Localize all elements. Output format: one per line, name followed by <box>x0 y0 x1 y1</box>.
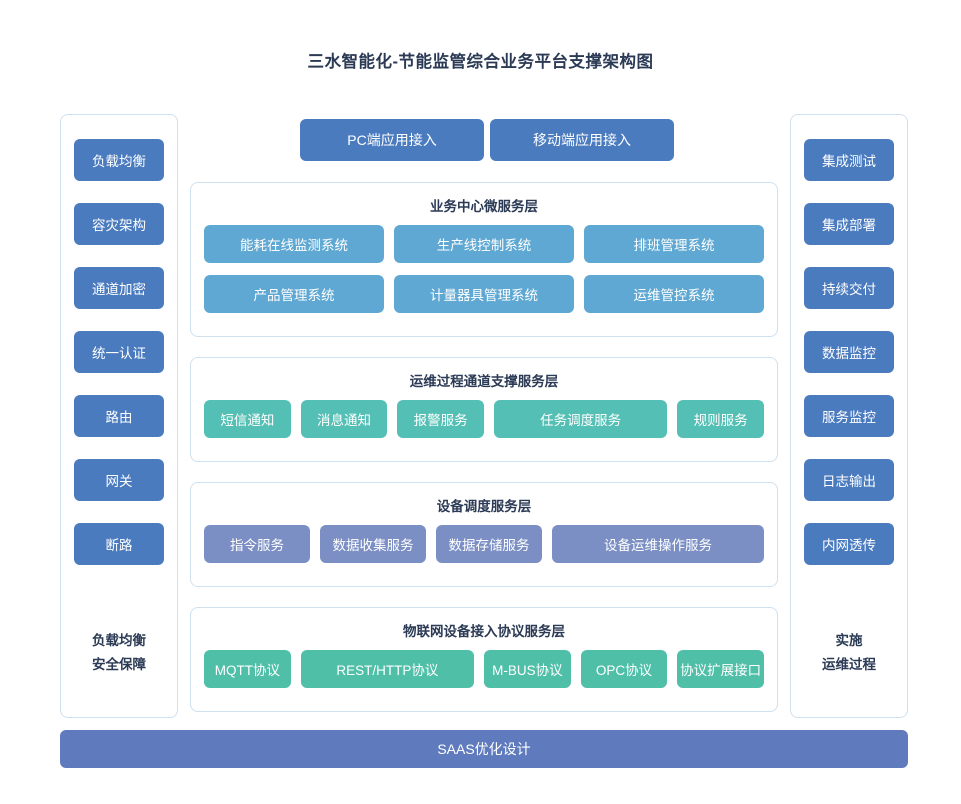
device-layer-title: 设备调度服务层 <box>436 499 532 514</box>
business-layer-row-1: 能耗在线监测系统 生产线控制系统 排班管理系统 <box>191 225 777 275</box>
page-title: 三水智能化-节能监管综合业务平台支撑架构图 <box>307 53 654 71</box>
ops-channel-support-layer: 运维过程通道支撑服务层 短信通知 消息通知 报警服务 任务调度服务 规则服务 <box>190 357 778 462</box>
pc-access-box[interactable]: PC端应用接入 <box>300 119 484 161</box>
service-data-collection[interactable]: 数据收集服务 <box>320 525 426 563</box>
business-layer-row-2: 产品管理系统 计量器具管理系统 运维管控系统 <box>191 275 777 325</box>
sidebar-item-integration-deploy[interactable]: 集成部署 <box>804 203 894 245</box>
right-footer-line-1: 实施 <box>835 633 863 648</box>
sidebar-item-routing[interactable]: 路由 <box>74 395 164 437</box>
device-scheduling-layer: 设备调度服务层 指令服务 数据收集服务 数据存储服务 设备运维操作服务 <box>190 482 778 587</box>
right-column-footer: 实施 运维过程 <box>822 629 876 677</box>
business-layer-title: 业务中心微服务层 <box>430 199 538 214</box>
left-footer-line-1: 负载均衡 <box>92 633 146 648</box>
iot-layer-title: 物联网设备接入协议服务层 <box>403 624 565 639</box>
sidebar-item-gateway[interactable]: 网关 <box>74 459 164 501</box>
saas-optimization-bar[interactable]: SAAS优化设计 <box>60 730 908 768</box>
service-alarm[interactable]: 报警服务 <box>397 400 485 438</box>
sidebar-item-data-monitoring[interactable]: 数据监控 <box>804 331 894 373</box>
mobile-access-box[interactable]: 移动端应用接入 <box>490 119 674 161</box>
service-device-ops-operation[interactable]: 设备运维操作服务 <box>552 525 764 563</box>
right-footer-line-2: 运维过程 <box>822 657 876 672</box>
protocol-mbus[interactable]: M-BUS协议 <box>484 650 571 688</box>
sidebar-item-log-output[interactable]: 日志输出 <box>804 459 894 501</box>
service-product-management[interactable]: 产品管理系统 <box>204 275 384 313</box>
channel-layer-title: 运维过程通道支撑服务层 <box>409 374 559 389</box>
device-layer-row-1: 指令服务 数据收集服务 数据存储服务 设备运维操作服务 <box>191 525 777 575</box>
sidebar-item-channel-encryption[interactable]: 通道加密 <box>74 267 164 309</box>
service-task-scheduling[interactable]: 任务调度服务 <box>494 400 668 438</box>
protocol-mqtt[interactable]: MQTT协议 <box>204 650 291 688</box>
sidebar-item-intranet-tunnel[interactable]: 内网透传 <box>804 523 894 565</box>
channel-layer-row-1: 短信通知 消息通知 报警服务 任务调度服务 规则服务 <box>191 400 777 450</box>
service-metering-device-management[interactable]: 计量器具管理系统 <box>394 275 574 313</box>
protocol-rest-http[interactable]: REST/HTTP协议 <box>300 650 474 688</box>
service-rule-engine[interactable]: 规则服务 <box>677 400 765 438</box>
sidebar-item-disaster-recovery[interactable]: 容灾架构 <box>74 203 164 245</box>
service-sms-notification[interactable]: 短信通知 <box>204 400 291 438</box>
protocol-opc[interactable]: OPC协议 <box>580 650 668 688</box>
left-capability-column: 负载均衡 容灾架构 通道加密 统一认证 路由 网关 断路 负载均衡 安全保障 <box>60 114 178 718</box>
business-microservice-layer: 业务中心微服务层 能耗在线监测系统 生产线控制系统 排班管理系统 产品管理系统 … <box>190 182 778 337</box>
sidebar-item-unified-auth[interactable]: 统一认证 <box>74 331 164 373</box>
iot-layer-row-1: MQTT协议 REST/HTTP协议 M-BUS协议 OPC协议 协议扩展接口 <box>191 650 777 700</box>
service-shift-management[interactable]: 排班管理系统 <box>584 225 764 263</box>
left-footer-line-2: 安全保障 <box>92 657 146 672</box>
sidebar-item-continuous-delivery[interactable]: 持续交付 <box>804 267 894 309</box>
right-capability-column: 集成测试 集成部署 持续交付 数据监控 服务监控 日志输出 内网透传 实施 运维… <box>790 114 908 718</box>
sidebar-item-integration-test[interactable]: 集成测试 <box>804 139 894 181</box>
iot-protocol-layer: 物联网设备接入协议服务层 MQTT协议 REST/HTTP协议 M-BUS协议 … <box>190 607 778 712</box>
service-ops-control[interactable]: 运维管控系统 <box>584 275 764 313</box>
sidebar-item-service-monitoring[interactable]: 服务监控 <box>804 395 894 437</box>
service-message-notification[interactable]: 消息通知 <box>300 400 388 438</box>
sidebar-item-load-balance[interactable]: 负载均衡 <box>74 139 164 181</box>
service-command[interactable]: 指令服务 <box>204 525 310 563</box>
service-production-line-control[interactable]: 生产线控制系统 <box>394 225 574 263</box>
sidebar-item-circuit-breaker[interactable]: 断路 <box>74 523 164 565</box>
protocol-extension-interface[interactable]: 协议扩展接口 <box>677 650 765 688</box>
service-data-storage[interactable]: 数据存储服务 <box>436 525 542 563</box>
left-column-footer: 负载均衡 安全保障 <box>92 629 146 677</box>
service-energy-online-monitoring[interactable]: 能耗在线监测系统 <box>204 225 384 263</box>
